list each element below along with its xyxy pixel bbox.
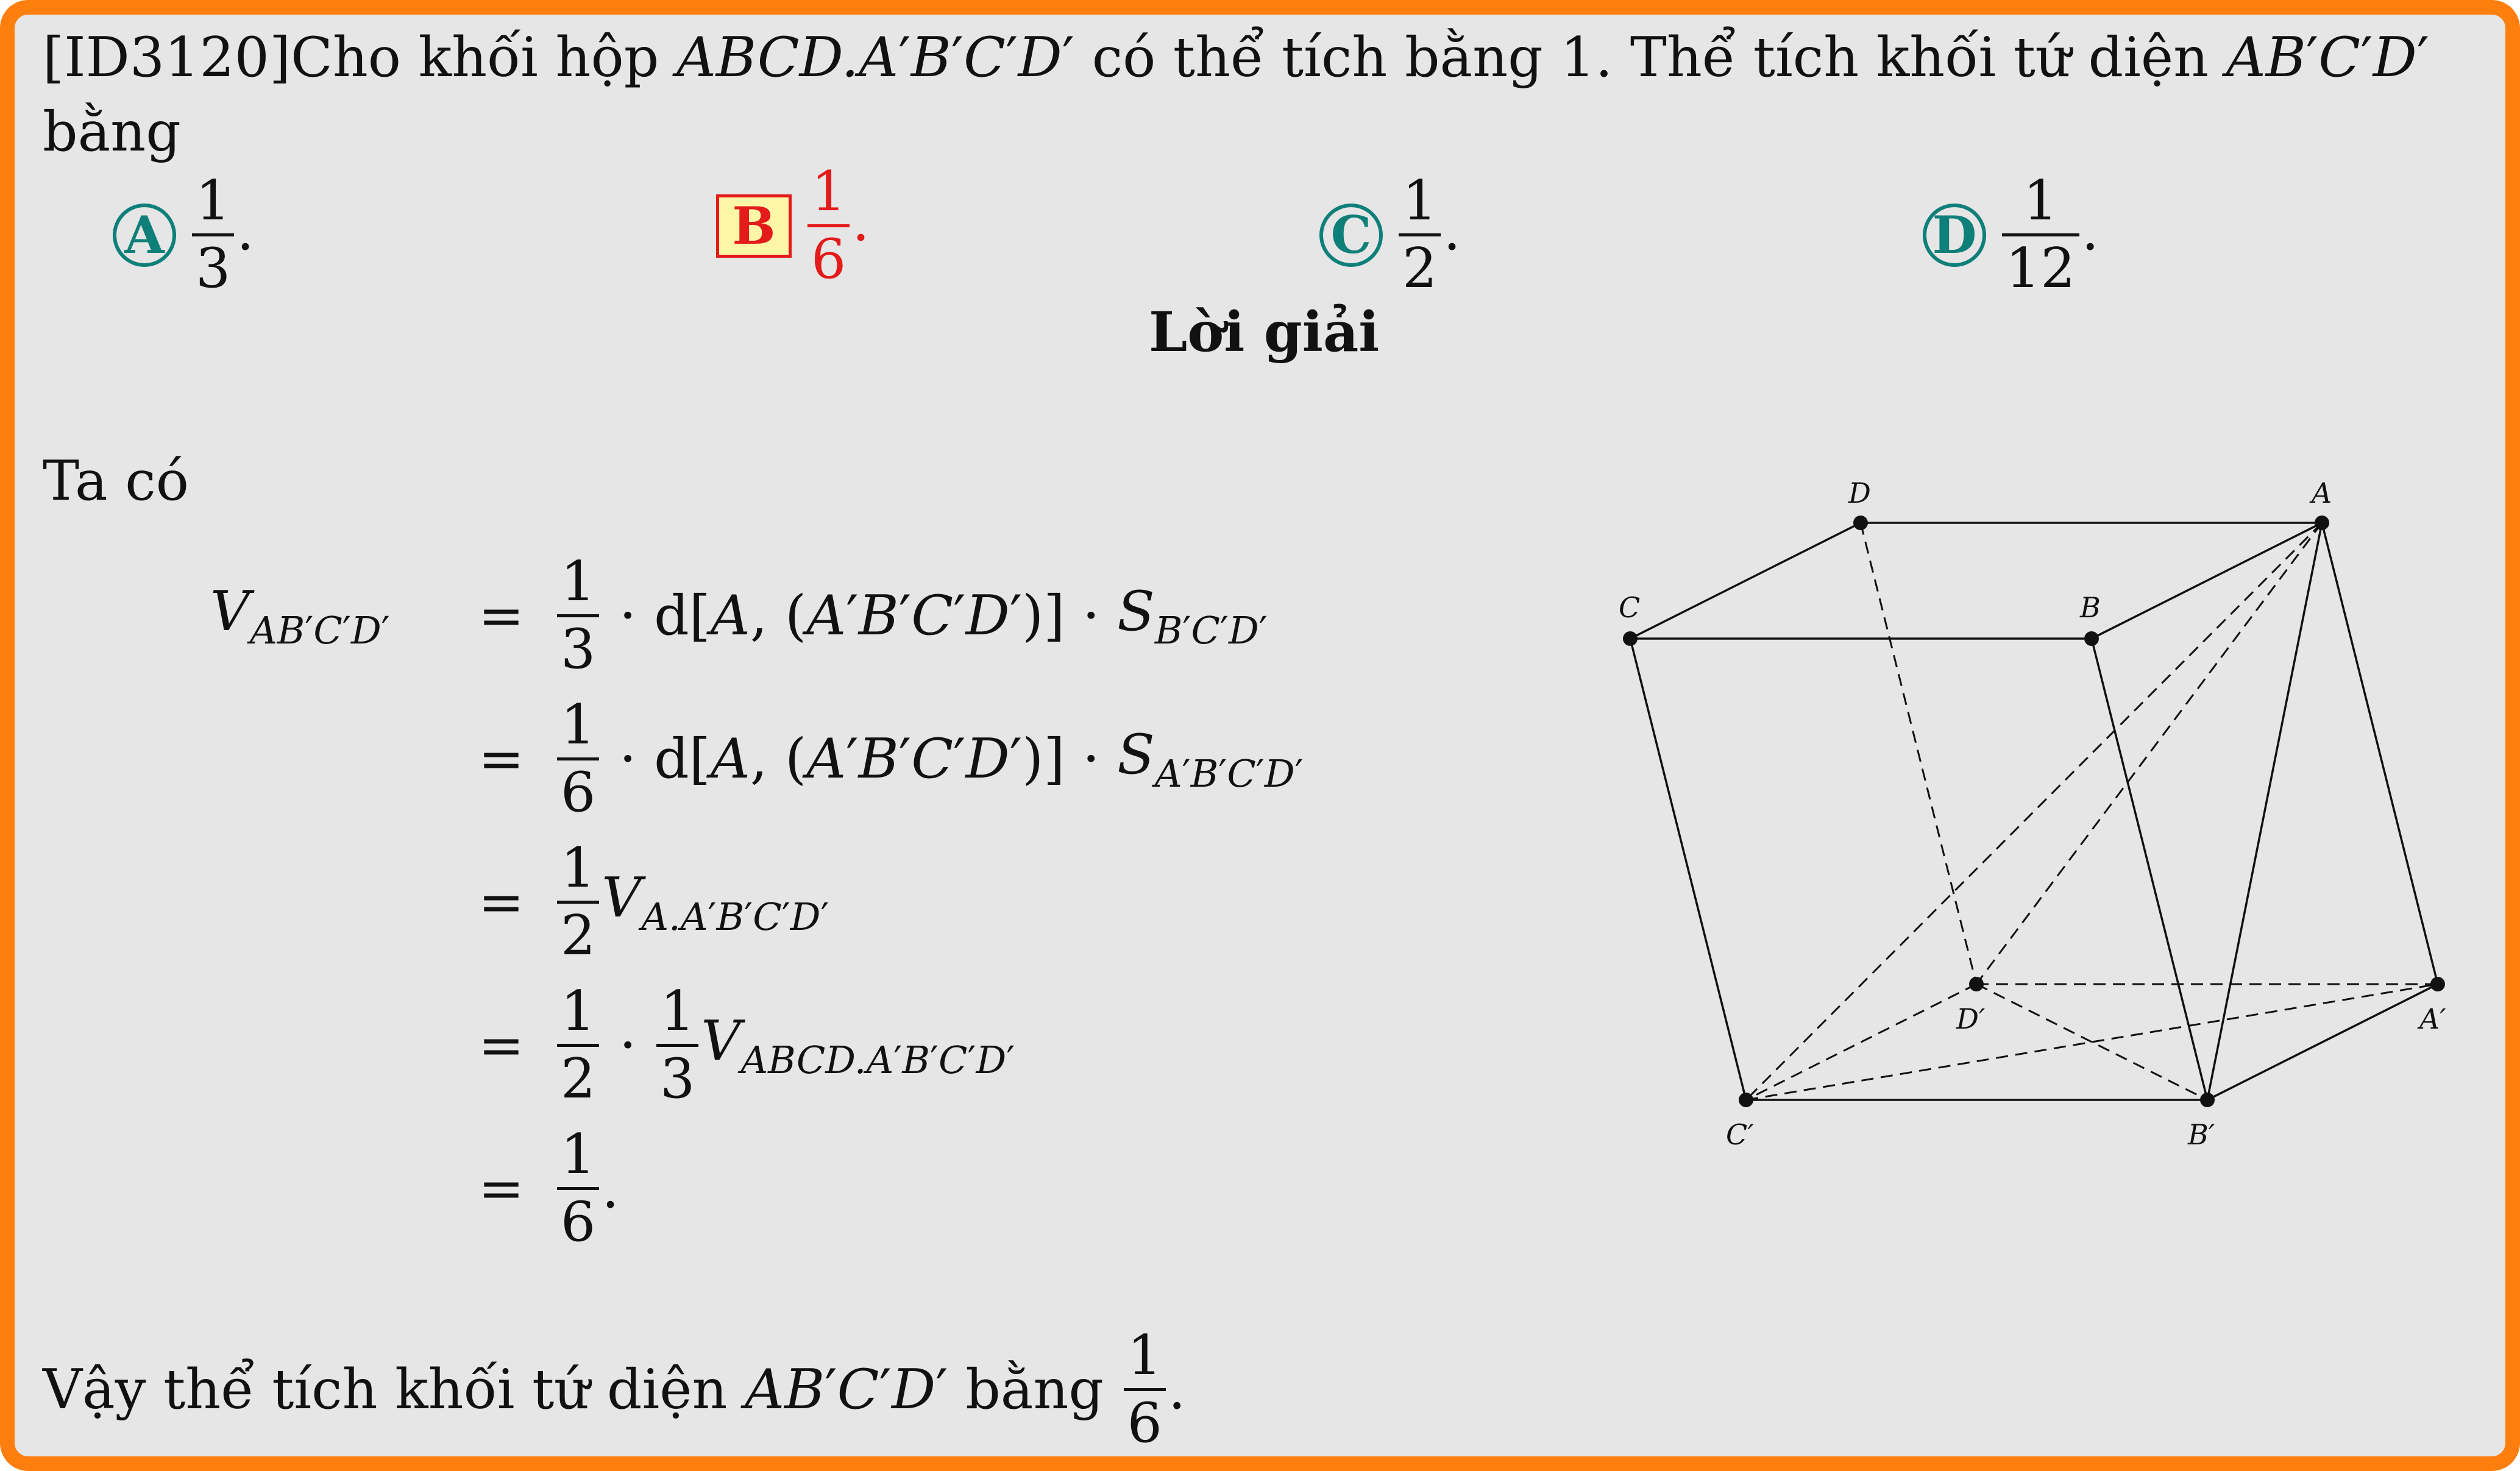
- prism-name: ABCD.A′B′C′D′: [676, 26, 1075, 90]
- frac-num: 1: [561, 693, 596, 757]
- conclusion-text: Vậy thể tích khối tứ diện: [43, 1357, 728, 1422]
- conclusion-word: bằng: [965, 1357, 1104, 1422]
- frac-num: 1: [561, 836, 596, 900]
- vertex-b-prime: [2200, 1093, 2215, 1107]
- choice-c-den: 2: [1399, 233, 1441, 296]
- vertex-a: [2315, 516, 2329, 530]
- choice-d-num: 1: [2023, 169, 2058, 233]
- frac-num: 1: [561, 550, 596, 614]
- parallelepiped-figure: D A C B D′ A′ C′ B′: [1619, 477, 2446, 1151]
- label-d-prime: D′: [1956, 1002, 1986, 1035]
- conclusion-tetra: AB′C′D′: [745, 1357, 948, 1422]
- eq-sign: =: [478, 727, 525, 791]
- frac-num: 1: [561, 1122, 596, 1186]
- distance-d: d: [654, 584, 689, 648]
- frac-den: 2: [557, 1044, 600, 1107]
- question-prefix: [ID3120]Cho khối hộp: [43, 26, 659, 90]
- vertex-c: [1623, 631, 1638, 646]
- choice-b-num: 1: [811, 160, 847, 224]
- solid-edges: [1629, 522, 2439, 1101]
- eq-sign: =: [478, 870, 525, 934]
- question-line-2: bằng: [43, 100, 181, 164]
- solution-intro: Ta có: [43, 449, 189, 513]
- choice-a-letter: A: [113, 203, 176, 267]
- frac-den: 3: [557, 614, 600, 677]
- frac-den: 6: [557, 757, 600, 820]
- label-b: B: [2079, 591, 2101, 624]
- solution-heading: Lời giải: [1149, 300, 1380, 364]
- solution-conclusion: Vậy thể tích khối tứ diện AB′C′D′ bằng 1…: [43, 1324, 1186, 1455]
- frac-num: 1: [561, 979, 596, 1043]
- tetra-name: AB′C′D′: [2226, 26, 2430, 90]
- question-mid: có thể tích bằng 1. Thể tích khối tứ diệ…: [1091, 26, 2209, 90]
- vertex-d-prime: [1969, 977, 1984, 991]
- choice-c-num: 1: [1402, 169, 1438, 233]
- frac-den: 6: [1123, 1388, 1166, 1451]
- eq-sign: =: [478, 1157, 525, 1221]
- hidden-edges: [1745, 522, 2438, 1101]
- frac-den: 3: [656, 1044, 699, 1107]
- frac-den: 6: [557, 1187, 600, 1250]
- choice-b-letter: B: [716, 194, 792, 258]
- label-c-prime: C′: [1726, 1118, 1754, 1151]
- choice-a-den: 3: [192, 233, 235, 296]
- choice-c-letter: C: [1319, 203, 1383, 267]
- distance-d: d: [654, 727, 689, 791]
- vertex-b: [2084, 631, 2099, 646]
- choice-a-num: 1: [196, 169, 231, 233]
- vertex-d: [1853, 516, 1868, 530]
- choice-d-letter: D: [1923, 203, 1986, 267]
- eq-sign: =: [478, 1013, 525, 1077]
- frac-num: 1: [660, 979, 695, 1043]
- eq-sign: =: [478, 584, 525, 648]
- vertex-a-prime: [2430, 977, 2445, 991]
- eq-lhs: VAB′C′D′: [210, 579, 390, 653]
- vertices: [1623, 516, 2445, 1107]
- label-a-prime: A′: [2417, 1002, 2446, 1035]
- label-d: D: [1848, 477, 1871, 509]
- label-a: A: [2309, 477, 2332, 509]
- choice-d-den: 12: [2002, 233, 2079, 296]
- label-c: C: [1619, 591, 1640, 624]
- label-b-prime: B′: [2187, 1118, 2215, 1151]
- frac-den: 2: [557, 901, 600, 963]
- question-line-1: [ID3120]Cho khối hộp ABCD.A′B′C′D′ có th…: [43, 30, 2429, 85]
- vertex-c-prime: [1739, 1093, 1753, 1107]
- choice-b-den: 6: [807, 224, 850, 287]
- frac-num: 1: [1127, 1324, 1162, 1388]
